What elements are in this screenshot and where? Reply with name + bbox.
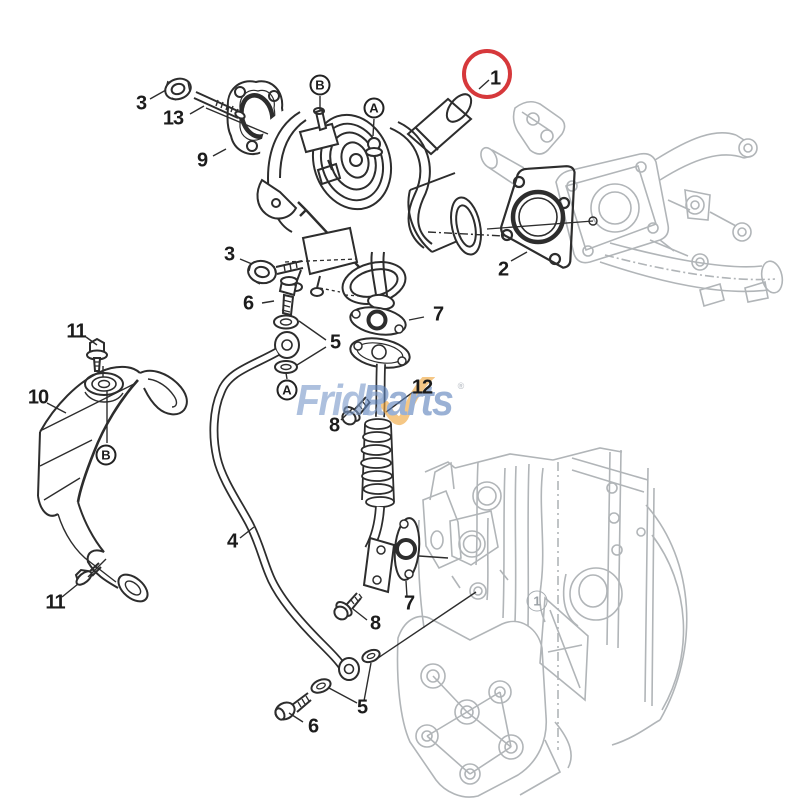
callout-number-13: 13 — [162, 107, 184, 130]
oil-return-pipe-12-drawing — [349, 306, 421, 594]
callout-letter-A: A — [363, 97, 385, 119]
callout-number-8: 8 — [369, 612, 381, 635]
callout-letter-B: B — [309, 74, 331, 96]
engine-block-drawing — [396, 447, 688, 798]
callout-number-7: 7 — [432, 303, 444, 326]
turbocharger-drawing — [256, 85, 505, 311]
callout-number-9: 9 — [196, 149, 208, 172]
callout-letter-1: 1 — [526, 590, 548, 612]
callout-number-8: 8 — [328, 414, 340, 437]
callout-letter-A: A — [276, 379, 298, 401]
callout-number-11: 11 — [66, 320, 86, 343]
callout-number-5: 5 — [356, 696, 368, 719]
nut-3-stud-middle-drawing — [247, 258, 357, 285]
leader-lines — [46, 79, 528, 723]
heat-shield-10-drawing — [37, 365, 188, 603]
callout-number-5: 5 — [329, 331, 341, 354]
gasket-2-drawing — [486, 165, 598, 269]
callout-number-12: 12 — [411, 376, 433, 399]
banjo-bolt-6-washers-5-middle-drawing — [273, 276, 300, 374]
bolt-11-top-drawing — [86, 337, 108, 372]
callout-number-6: 6 — [242, 292, 254, 315]
callout-number-4: 4 — [226, 530, 238, 553]
oil-feed-pipe-4-drawing — [209, 348, 381, 694]
highlight-circle-part-1 — [462, 49, 512, 99]
callout-number-6: 6 — [307, 715, 319, 738]
callout-number-1: 1 — [489, 67, 501, 90]
callout-number-3: 3 — [135, 92, 147, 115]
callout-number-3: 3 — [223, 243, 235, 266]
exhaust-manifold-drawing — [480, 100, 784, 308]
callout-letter-B: B — [95, 444, 117, 466]
callout-number-7: 7 — [403, 592, 415, 615]
callout-number-2: 2 — [497, 258, 509, 281]
bolt-11-lower-drawing — [74, 562, 102, 586]
bolt-8-lower-drawing — [333, 592, 363, 621]
banjo-bolt-6-lower-drawing — [274, 692, 312, 721]
nut-3-stud-13-drawing — [164, 77, 246, 120]
callout-number-10: 10 — [27, 386, 49, 409]
callout-number-11: 11 — [45, 591, 65, 614]
